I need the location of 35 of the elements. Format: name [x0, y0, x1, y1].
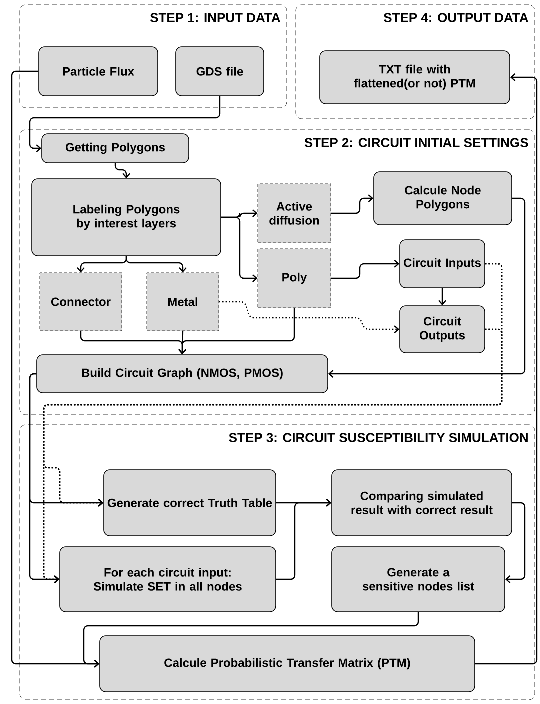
arrow [178, 308, 296, 355]
process-box: Calcule Probabilistic Transfer Matrix (PTM) [100, 636, 476, 692]
arrow [11, 70, 100, 668]
arrow [331, 260, 400, 280]
step-heading: STEP 1: INPUT DATA [150, 13, 280, 22]
step-heading: STEP 2: CIRCUIT INITIAL SETTINGS [304, 138, 528, 148]
process-box: Calcule Node Polygons [374, 172, 512, 226]
layer-box: Active diffusion [258, 184, 332, 244]
process-box: TXT file with flattened(or not) PTM [320, 50, 510, 104]
layer-box: Connector [40, 272, 122, 332]
arrow [221, 216, 258, 282]
arrow [126, 256, 187, 273]
process-box: Circuit Inputs [400, 240, 486, 288]
step-heading: STEP 4: OUTPUT DATA [384, 13, 528, 22]
layer-box: Poly [258, 248, 332, 308]
arrow [276, 499, 332, 580]
arrow [29, 96, 221, 152]
arrow [219, 301, 400, 334]
process-box: For each circuit input: Simulate SET in all nodes [60, 546, 276, 612]
arrow [438, 288, 446, 306]
process-box: Labeling Polygons by interest layers [32, 178, 222, 256]
arrow [43, 328, 503, 584]
process-box: Particle Flux [38, 46, 158, 96]
process-box: Generate correct Truth Table [104, 470, 276, 536]
arrow [331, 194, 374, 214]
layer-box: Metal [146, 272, 220, 332]
process-box: Comparing simulated result with correct result [332, 470, 512, 536]
process-box: Getting Polygons [42, 134, 190, 164]
process-box: GDS file [176, 46, 264, 96]
process-box: Generate a sensitive nodes list [332, 546, 506, 612]
process-box: Build Circuit Graph (NMOS, PMOS) [36, 354, 328, 394]
step-heading: STEP 3: CIRCUIT SUSCEPTIBILITY SIMULATION [229, 433, 528, 442]
arrow [114, 163, 130, 179]
arrow [475, 74, 538, 665]
process-box: Circuit Outputs [400, 306, 486, 354]
